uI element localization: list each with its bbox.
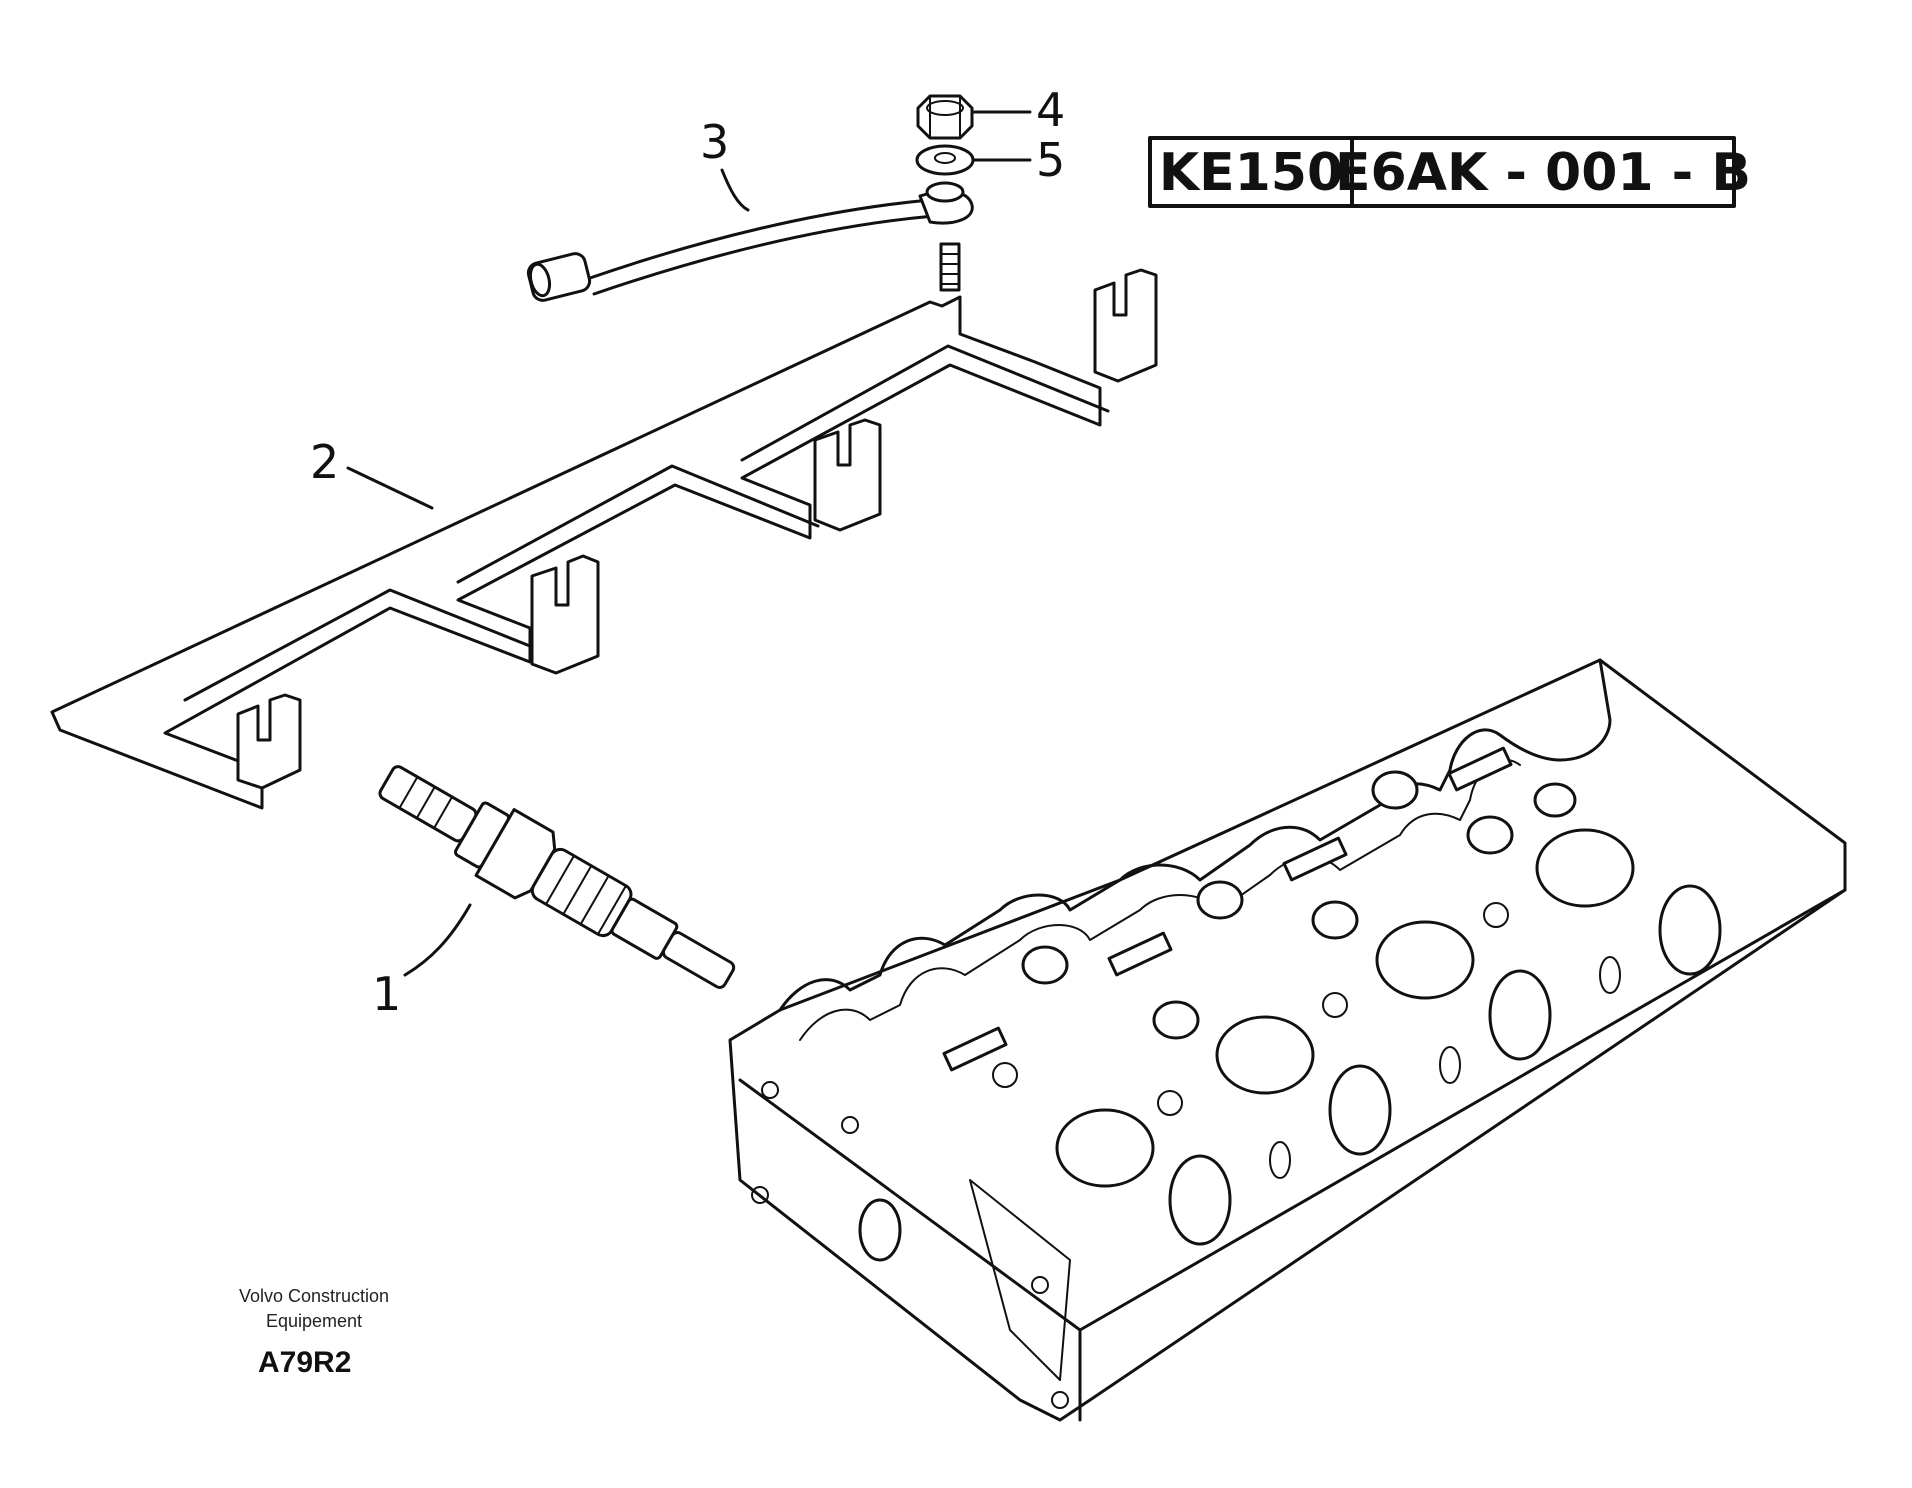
callout-4: 4 bbox=[970, 83, 1065, 137]
nut bbox=[916, 94, 974, 140]
callout-5: 5 bbox=[971, 133, 1065, 187]
callout-3: 3 bbox=[700, 115, 750, 212]
reference-box: KE150 E6AK - 001 - B bbox=[1148, 136, 1751, 208]
connecting-bar bbox=[50, 242, 1158, 810]
company-name-line1: Volvo Construction bbox=[239, 1286, 389, 1306]
footer: Volvo Construction Equipement A79R2 bbox=[239, 1286, 389, 1379]
callout-number-3: 3 bbox=[700, 115, 729, 169]
figure-code: A79R2 bbox=[258, 1346, 351, 1379]
glow-plug bbox=[378, 765, 736, 989]
callout-number-5: 5 bbox=[1036, 133, 1065, 187]
callout-1: 1 bbox=[372, 903, 472, 1021]
company-name-line2: Equipement bbox=[266, 1311, 362, 1331]
washer bbox=[915, 144, 975, 203]
callout-number-2: 2 bbox=[310, 435, 339, 489]
callout-number-4: 4 bbox=[1036, 83, 1065, 137]
callout-2: 2 bbox=[310, 435, 434, 510]
cable bbox=[526, 189, 974, 302]
model-code: KE150 bbox=[1159, 143, 1343, 203]
callout-number-1: 1 bbox=[372, 967, 401, 1021]
drawing-number: E6AK - 001 - B bbox=[1335, 143, 1751, 203]
cylinder-head bbox=[728, 658, 1847, 1422]
